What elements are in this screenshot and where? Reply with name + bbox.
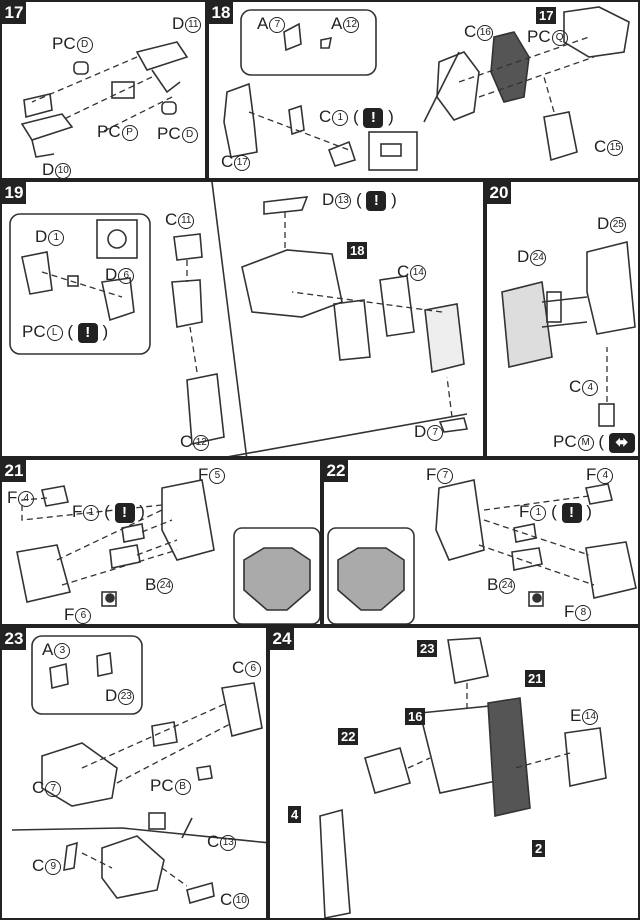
step-17-illustration: [20, 41, 189, 158]
step-number: 22: [324, 460, 348, 482]
step-number: 24: [270, 628, 294, 650]
step-number: 23: [2, 628, 26, 650]
step-24-illustration: [319, 637, 607, 918]
step-23-illustration: [11, 635, 266, 905]
step-ref: 23: [417, 640, 438, 657]
step-ref: 21: [525, 670, 546, 687]
step-21-illustration: [16, 479, 320, 624]
step-19-illustration: [9, 182, 469, 456]
step-ref: 16: [405, 708, 426, 725]
step-20-illustration: [501, 240, 636, 427]
step-22-illustration: [327, 479, 637, 624]
step-20-panel: 20 D24 D25 C4 PCM ( ⬌ ): [485, 180, 640, 458]
step-ref: 4: [288, 806, 302, 823]
step-ref: 18: [347, 242, 368, 259]
step-number: 20: [487, 182, 511, 204]
step-ref: 2: [532, 840, 546, 857]
part-label: PCM ( ⬌ ): [553, 432, 638, 453]
step-number: 17: [2, 2, 26, 24]
step-ref: 22: [338, 728, 359, 745]
step-number: 18: [209, 2, 233, 24]
step-number: 19: [2, 182, 26, 204]
step-number: 21: [2, 460, 26, 482]
step-ref: 17: [536, 7, 557, 24]
